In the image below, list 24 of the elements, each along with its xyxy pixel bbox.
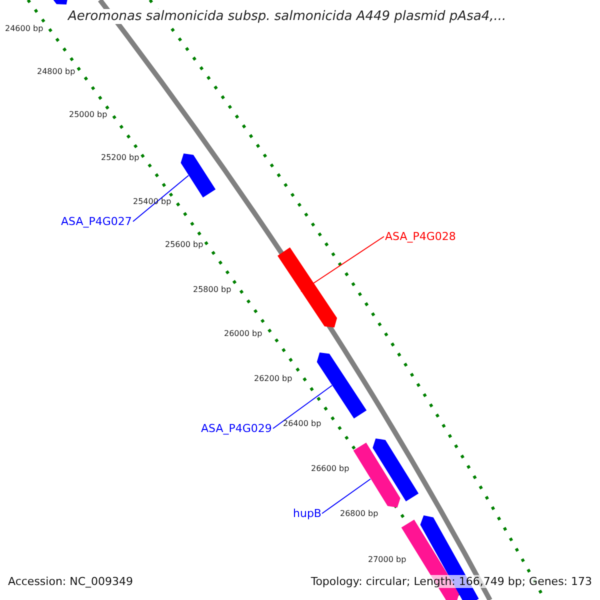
leader-line	[272, 385, 332, 429]
leader-line	[132, 175, 189, 222]
gene-arrow	[278, 247, 338, 328]
gene-label: ASA_P4G027	[61, 215, 132, 228]
gene-label: ASA_P4G029	[201, 422, 272, 435]
tick-label: 25000 bp	[69, 110, 108, 119]
gene-arrow	[180, 153, 216, 198]
map-title: Aeromonas salmonicida subsp. salmonicida A449 plasmid pAsa4,...	[68, 9, 506, 24]
tick-label: 26800 bp	[340, 509, 378, 518]
gene-arrow	[353, 442, 400, 508]
gene-arrow	[316, 352, 367, 418]
gene-label: ASA_P4G028	[385, 230, 456, 243]
gene-label: hupB	[293, 507, 322, 520]
tick-label: 27000 bp	[368, 555, 406, 564]
tick-label: 26200 bp	[254, 374, 292, 383]
gene-arrow	[372, 438, 419, 502]
tick-label: 25200 bp	[101, 153, 140, 162]
tick-label: 24800 bp	[37, 67, 76, 76]
tick-label: 25800 bp	[193, 285, 232, 294]
tick-label: 25600 bp	[165, 240, 204, 249]
footer-text: Accession: NC_009349	[8, 575, 134, 588]
leader-line	[322, 478, 371, 514]
leader-line	[300, 236, 384, 292]
footer-text: Topology: circular; Length: 166,749 bp; Genes: 173	[310, 575, 592, 588]
